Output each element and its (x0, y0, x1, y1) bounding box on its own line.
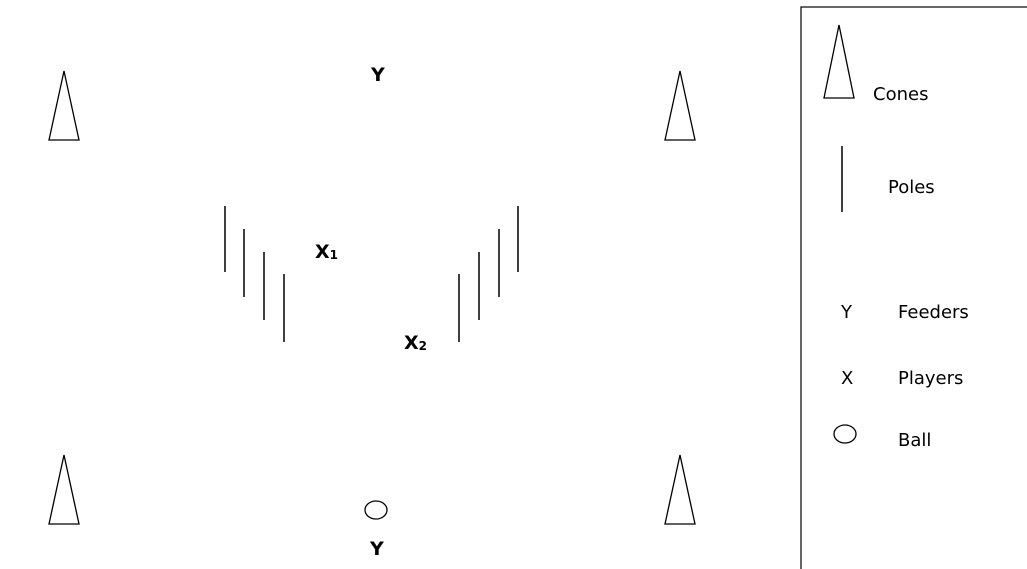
ball-icon (833, 424, 857, 444)
legend-ball-label: Ball (898, 430, 931, 451)
legend-cones-label: Cones (873, 84, 928, 105)
player-2: X2 (404, 332, 427, 354)
cone-icon (823, 24, 855, 99)
legend-poles-label: Poles (888, 177, 935, 198)
cone-icon (48, 454, 80, 525)
left-poles (224, 206, 285, 342)
legend-feeders-label: Feeders (898, 302, 969, 323)
legend-players-symbol: X (841, 368, 853, 389)
player-2-letter: X (404, 332, 419, 354)
cone-icon (664, 454, 696, 525)
feeder-bottom: Y (369, 538, 384, 560)
player-2-subscript: 2 (419, 339, 427, 353)
legend-feeders-symbol: Y (840, 302, 853, 323)
legend: Cones Poles Y Feeders X Players Ball (800, 6, 1027, 569)
cone-icon (48, 70, 80, 141)
legend-players-label: Players (898, 368, 963, 389)
field-cones (48, 70, 696, 525)
legend-box (800, 6, 1027, 569)
feeder-top: Y (370, 64, 385, 86)
player-1-subscript: 1 (330, 248, 338, 262)
right-poles (458, 206, 519, 342)
cone-icon (664, 70, 696, 141)
player-1: X1 (315, 241, 338, 263)
player-1-letter: X (315, 241, 330, 263)
ball-icon (364, 500, 388, 520)
